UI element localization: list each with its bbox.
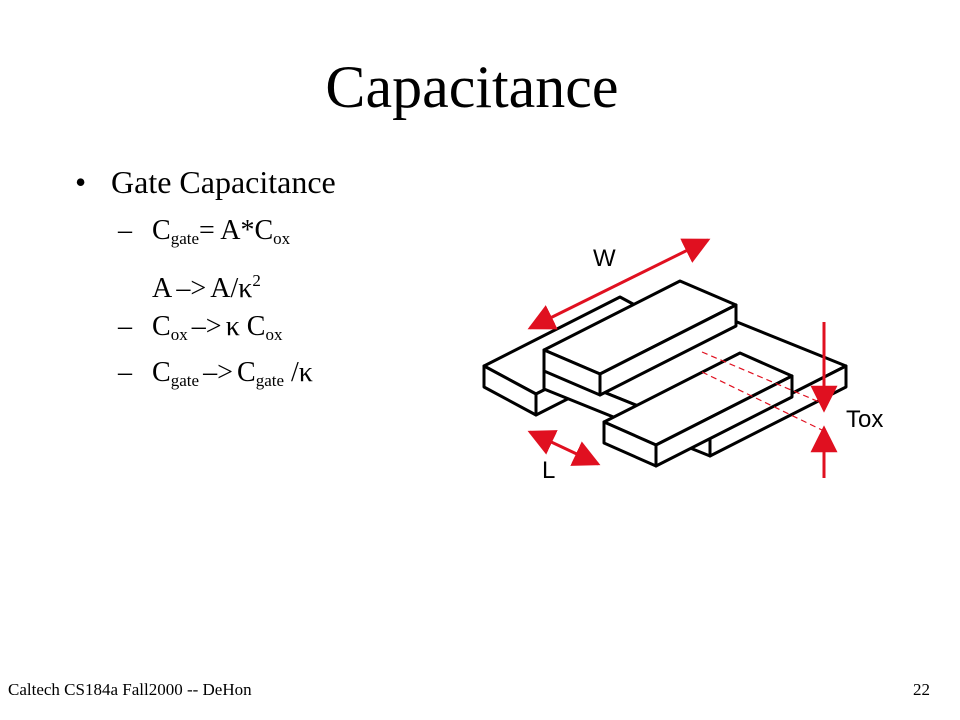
bullet-gate-capacitance: • Gate Capacitance [75, 162, 336, 202]
scaling-arrow: –> [176, 273, 207, 304]
l-dimension-arrow [527, 430, 601, 466]
cox-subscript-scaled: ox [265, 325, 283, 344]
cgate-symbol: C [152, 215, 171, 246]
sub-item-marker: – [118, 357, 132, 388]
scaling-arrow: –> [191, 311, 222, 342]
page-number: 22 [913, 680, 930, 699]
area-symbol: A [152, 273, 173, 304]
scaling-arrow: –> [203, 357, 233, 388]
sub-item-cgate-scaling: –Cgate–>Cgate /κ [118, 356, 313, 398]
tox-projection-lines [701, 351, 825, 432]
cgate-subscript: gate [170, 229, 200, 248]
sub-item-cox-scaling: –Cox–>κ Cox [118, 310, 282, 352]
bullet-text: Gate Capacitance [111, 164, 336, 200]
cgate-subscript: gate [170, 371, 200, 390]
sub-item-marker: – [118, 311, 132, 342]
cgate-subscript-scaled: gate [255, 371, 285, 390]
cgate-rhs: = A*C [199, 215, 274, 246]
sub-item-area-scaling: A–>A/κ2 [118, 264, 261, 306]
bullet-symbol: • [75, 164, 87, 200]
kappa-divisor: /κ [284, 357, 313, 388]
cgate-symbol: C [152, 357, 171, 388]
cox-scaled: κ C [225, 311, 266, 342]
l-label: L [542, 457, 555, 484]
cox-symbol: C [152, 311, 171, 342]
tox-label: Tox [846, 406, 883, 433]
cox-subscript: ox [273, 229, 291, 248]
kappa-exponent: 2 [252, 271, 261, 290]
cox-subscript: ox [170, 325, 188, 344]
cgate-scaled: C [237, 357, 256, 388]
gate-capacitor-diagram: W L Tox [482, 238, 883, 484]
area-scaled: A/κ [210, 273, 253, 304]
slide-title: Capacitance [325, 54, 619, 120]
sub-item-marker: – [118, 215, 132, 246]
footer-course-label: Caltech CS184a Fall2000 -- DeHon [8, 680, 252, 699]
w-label: W [593, 245, 616, 272]
sub-item-cgate-formula: –Cgate= A*Cox [118, 214, 290, 256]
w-dimension-arrow [527, 238, 711, 330]
